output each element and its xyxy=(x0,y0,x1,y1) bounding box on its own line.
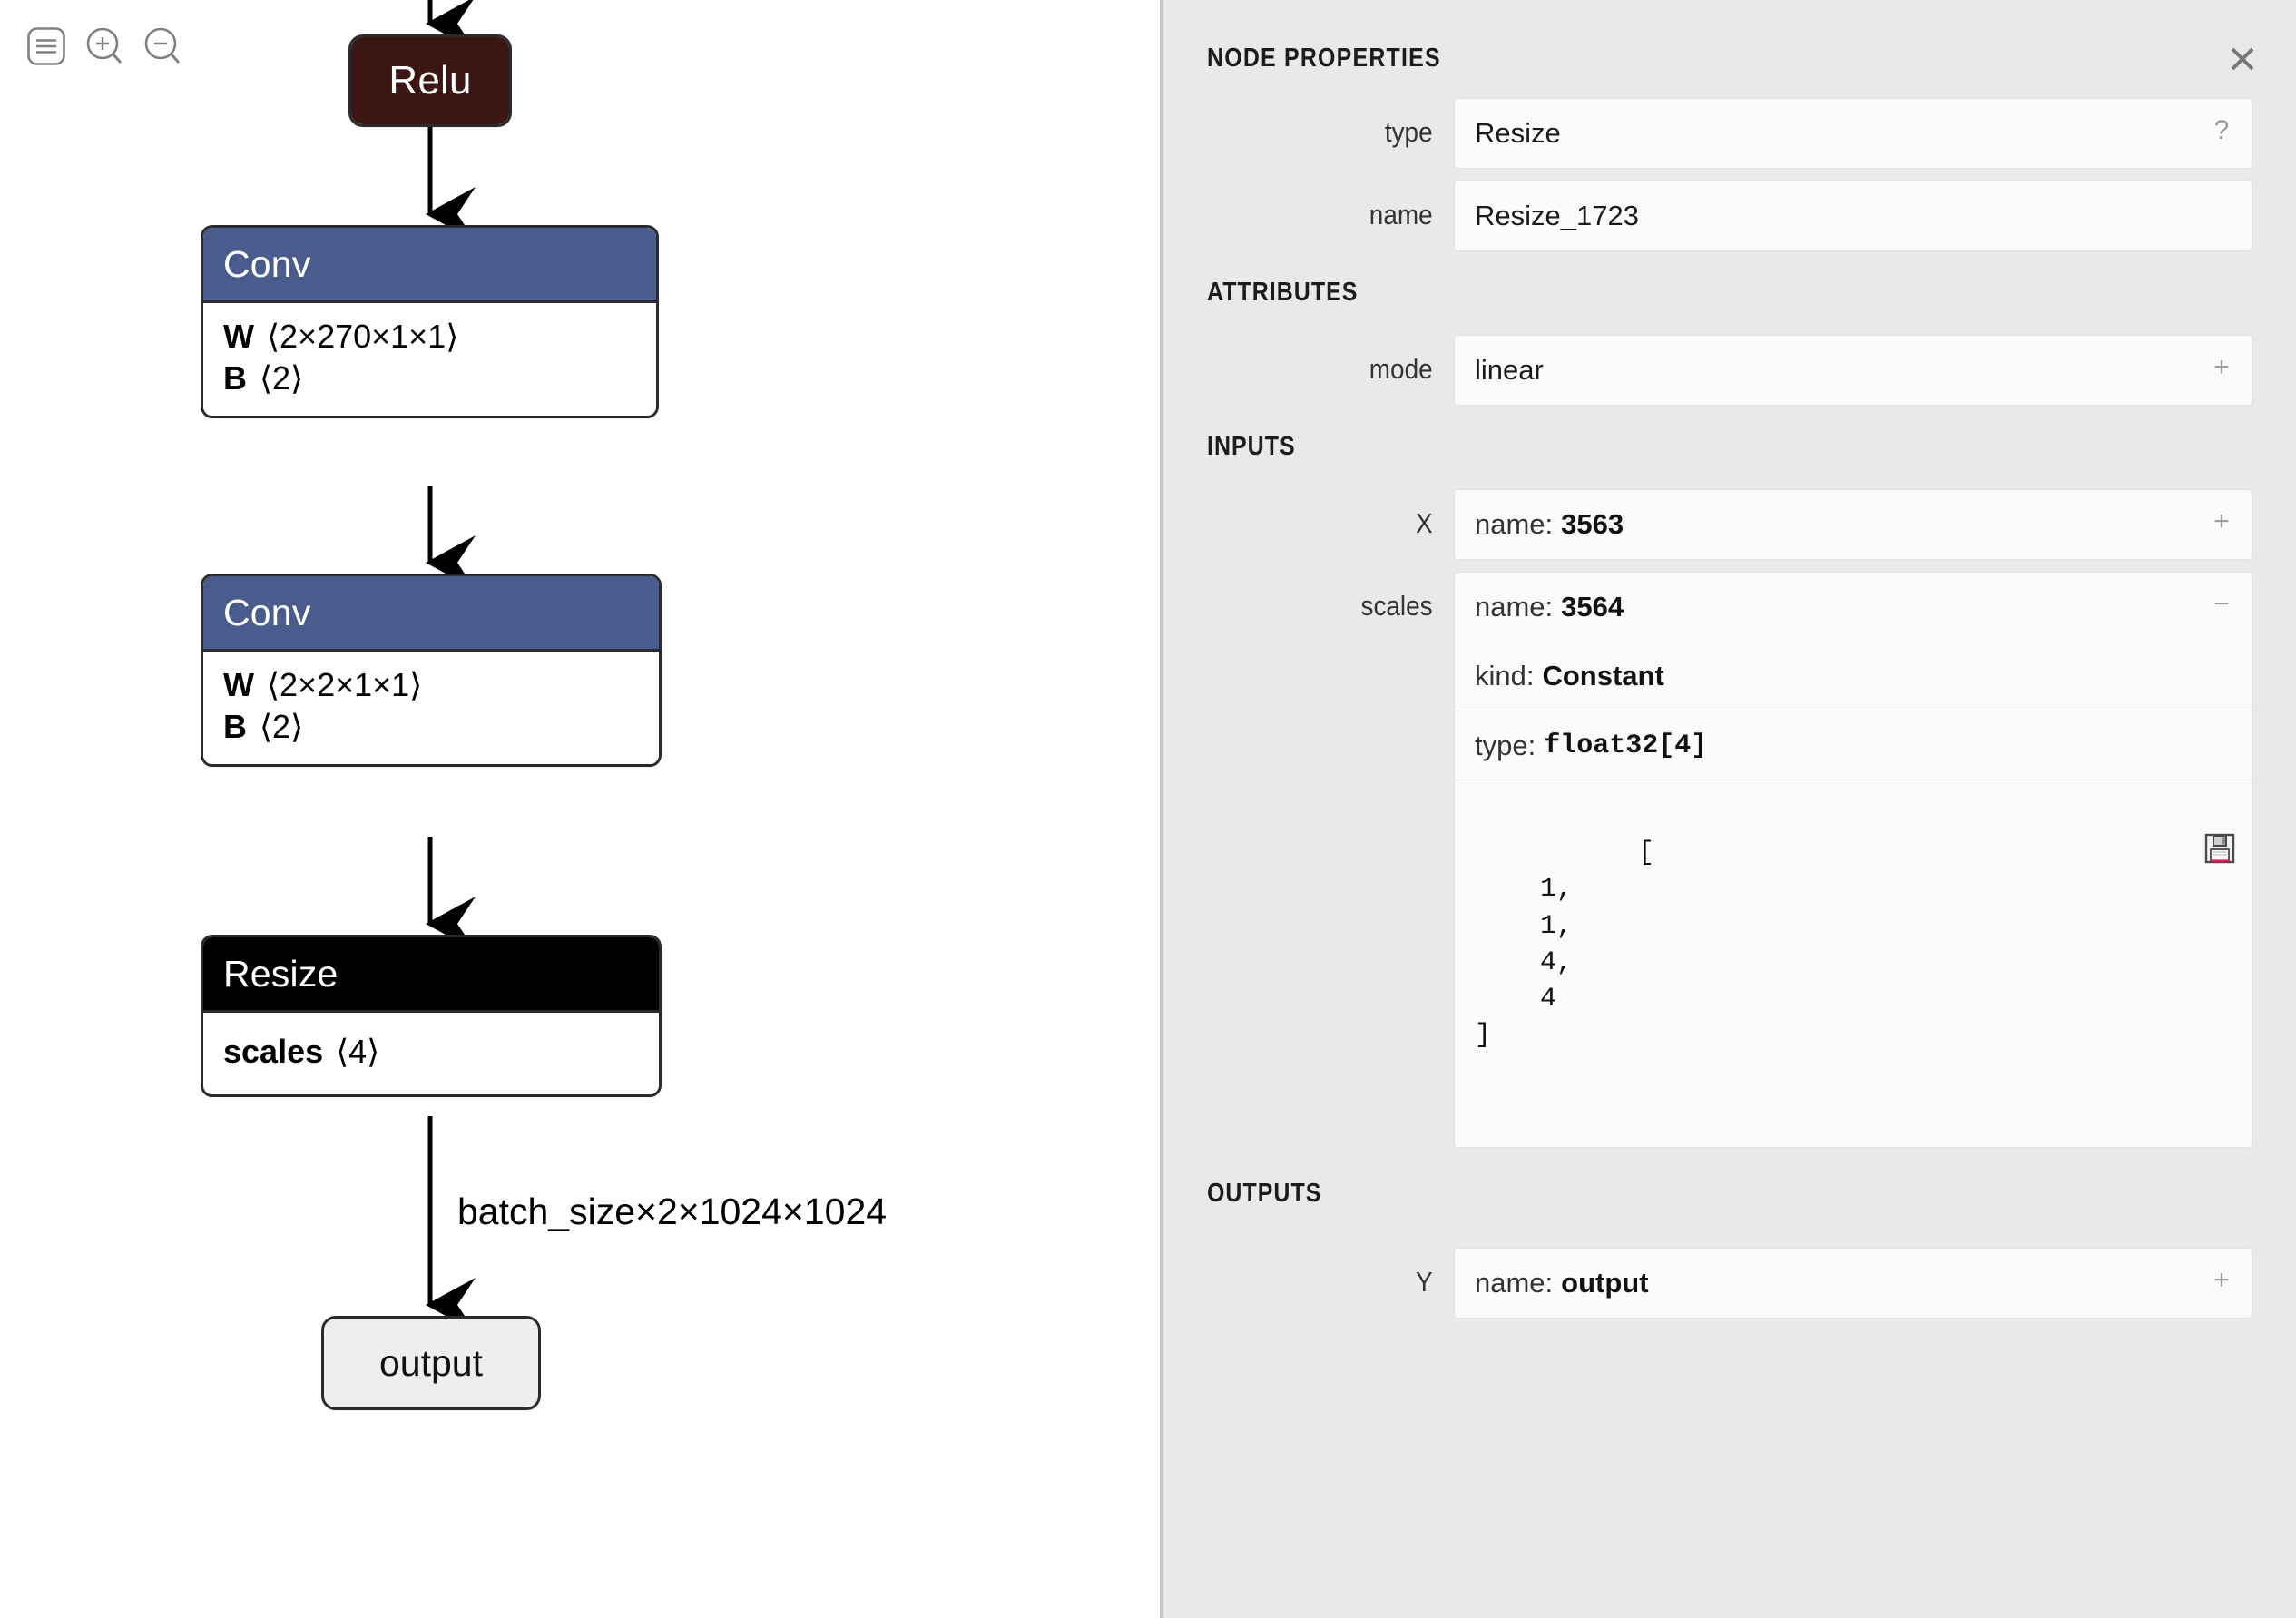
graph-node-conv-2[interactable]: Conv W ⟨2×2×1×1⟩ B ⟨2⟩ xyxy=(201,574,662,768)
section-inputs: INPUTS xyxy=(1163,420,2296,473)
node-relu-title: Relu xyxy=(351,37,509,124)
field-label-input-x: X xyxy=(1415,507,1433,539)
zoom-out-button[interactable] xyxy=(140,24,185,69)
field-box-name[interactable]: Resize_1723 xyxy=(1454,181,2252,251)
graph-node-conv-1[interactable]: Conv W ⟨2×270×1×1⟩ B ⟨2⟩ xyxy=(201,225,659,419)
input-x-name-value: 3563 xyxy=(1561,508,1624,540)
input-x-expand-icon[interactable]: + xyxy=(2213,506,2230,536)
input-scales-value-block[interactable]: [ 1, 1, 4, 4 ] xyxy=(1455,780,2252,1147)
panel-title: NODE PROPERTIES xyxy=(1207,44,1441,73)
input-x-name-prefix: name: xyxy=(1475,508,1554,540)
node-attr-value: ⟨2×270×1×1⟩ xyxy=(266,318,459,355)
field-box-output-y[interactable]: name: output + xyxy=(1454,1247,2252,1319)
panel-divider[interactable] xyxy=(1160,0,1163,1618)
node-output-title: output xyxy=(379,1341,483,1384)
node-attr-key: B xyxy=(223,359,247,397)
section-attributes: ATTRIBUTES xyxy=(1163,266,2296,319)
node-attr-value: ⟨2×2×1×1⟩ xyxy=(266,666,423,703)
field-label-type: type xyxy=(1384,116,1433,148)
panel-header: NODE PROPERTIES xyxy=(1163,0,2296,98)
field-label-input-scales: scales xyxy=(1360,590,1433,622)
field-label-name: name xyxy=(1369,199,1433,230)
node-attr-value: ⟨2⟩ xyxy=(260,708,304,746)
field-box-mode[interactable]: linear + xyxy=(1454,335,2252,406)
graph-node-relu[interactable]: Relu xyxy=(348,34,512,127)
field-row-mode: mode linear + xyxy=(1163,335,2296,406)
hamburger-icon xyxy=(25,25,67,67)
node-attr-key: B xyxy=(223,708,247,746)
field-value-type: Resize xyxy=(1475,117,1561,149)
section-title-outputs: OUTPUTS xyxy=(1207,1179,1322,1209)
bottom-overflow-strip xyxy=(0,1614,2296,1618)
node-attr-key: W xyxy=(223,318,254,355)
output-y-expand-icon[interactable]: + xyxy=(2213,1264,2230,1295)
input-scales-type-prefix: type: xyxy=(1475,729,1536,761)
menu-button[interactable] xyxy=(24,24,69,69)
node-attr-value: ⟨4⟩ xyxy=(336,1033,380,1070)
close-icon xyxy=(2224,41,2261,82)
graph-node-resize[interactable]: Resize scales ⟨4⟩ xyxy=(201,935,662,1098)
field-row-input-scales: scales name: 3564 − kind: Constant type:… xyxy=(1163,572,2296,1148)
input-scales-value-text: [ 1, 1, 4, 4 ] xyxy=(1475,838,1655,1052)
node-attr-value: ⟨2⟩ xyxy=(260,359,304,397)
node-attr-row: scales ⟨4⟩ xyxy=(223,1031,639,1073)
input-scales-name-prefix: name: xyxy=(1475,591,1554,623)
zoom-in-icon xyxy=(83,25,125,67)
zoom-out-icon xyxy=(142,25,183,67)
field-box-type[interactable]: Resize ? xyxy=(1454,98,2252,169)
close-button[interactable] xyxy=(2214,33,2271,89)
node-resize-title: Resize xyxy=(203,937,659,1010)
node-conv-1-body: W ⟨2×270×1×1⟩ B ⟨2⟩ xyxy=(203,300,656,417)
node-attr-key: scales xyxy=(223,1033,324,1070)
node-properties-panel: NODE PROPERTIES type Resize ? name xyxy=(1163,0,2296,1618)
mode-expand-icon[interactable]: + xyxy=(2213,352,2230,382)
section-title-inputs: INPUTS xyxy=(1207,431,1296,461)
field-row-input-x: X name: 3563 + xyxy=(1163,489,2296,560)
field-row-type: type Resize ? xyxy=(1163,98,2296,169)
zoom-in-button[interactable] xyxy=(82,24,127,69)
save-icon[interactable] xyxy=(2008,797,2235,913)
output-y-name-line: name: output xyxy=(1455,1249,2252,1318)
field-label-output-y: Y xyxy=(1415,1265,1433,1298)
node-conv-2-title: Conv xyxy=(203,576,659,649)
input-scales-kind-value: Constant xyxy=(1542,660,1664,691)
node-attr-key: W xyxy=(223,666,254,703)
node-attr-row: B ⟨2⟩ xyxy=(223,706,639,748)
input-scales-name-value: 3564 xyxy=(1561,591,1624,623)
graph-canvas[interactable]: Relu Conv W ⟨2×270×1×1⟩ B ⟨2⟩ Conv W xyxy=(0,0,1160,1618)
edge-label-output-shape: batch_size×2×1024×1024 xyxy=(457,1191,888,1232)
node-attr-row: W ⟨2×270×1×1⟩ xyxy=(223,316,636,358)
node-resize-body: scales ⟨4⟩ xyxy=(203,1010,659,1095)
output-y-name-value: output xyxy=(1561,1266,1649,1299)
input-scales-collapse-icon[interactable]: − xyxy=(2213,589,2230,619)
node-attr-row: W ⟨2×2×1×1⟩ xyxy=(223,664,639,706)
type-help-icon[interactable]: ? xyxy=(2213,115,2230,145)
field-box-input-x[interactable]: name: 3563 + xyxy=(1454,489,2252,560)
field-label-mode: mode xyxy=(1369,353,1433,385)
field-value-name: Resize_1723 xyxy=(1475,200,1639,231)
node-attr-row: B ⟨2⟩ xyxy=(223,358,636,399)
graph-toolbar xyxy=(24,24,185,69)
graph-node-output[interactable]: output xyxy=(321,1316,541,1410)
field-row-name: name Resize_1723 xyxy=(1163,181,2296,251)
output-y-name-prefix: name: xyxy=(1475,1266,1554,1299)
field-box-input-scales[interactable]: name: 3564 − kind: Constant type: float3… xyxy=(1454,572,2252,1148)
section-outputs: OUTPUTS xyxy=(1163,1168,2296,1221)
field-row-output-y: Y name: output + xyxy=(1163,1247,2296,1319)
input-scales-kind-prefix: kind: xyxy=(1475,660,1535,691)
input-scales-kind-line: kind: Constant xyxy=(1455,642,2252,711)
input-x-name-line: name: 3563 xyxy=(1455,490,2252,559)
node-conv-2-body: W ⟨2×2×1×1⟩ B ⟨2⟩ xyxy=(203,649,659,765)
field-value-mode: linear xyxy=(1475,354,1544,386)
graph-edges xyxy=(426,0,476,1332)
input-scales-name-line: name: 3564 xyxy=(1455,573,2252,642)
section-title-attributes: ATTRIBUTES xyxy=(1207,277,1359,307)
input-scales-type-line: type: float32[4] xyxy=(1455,711,2252,780)
input-scales-type-value: float32[4] xyxy=(1544,730,1708,761)
node-conv-1-title: Conv xyxy=(203,228,656,300)
